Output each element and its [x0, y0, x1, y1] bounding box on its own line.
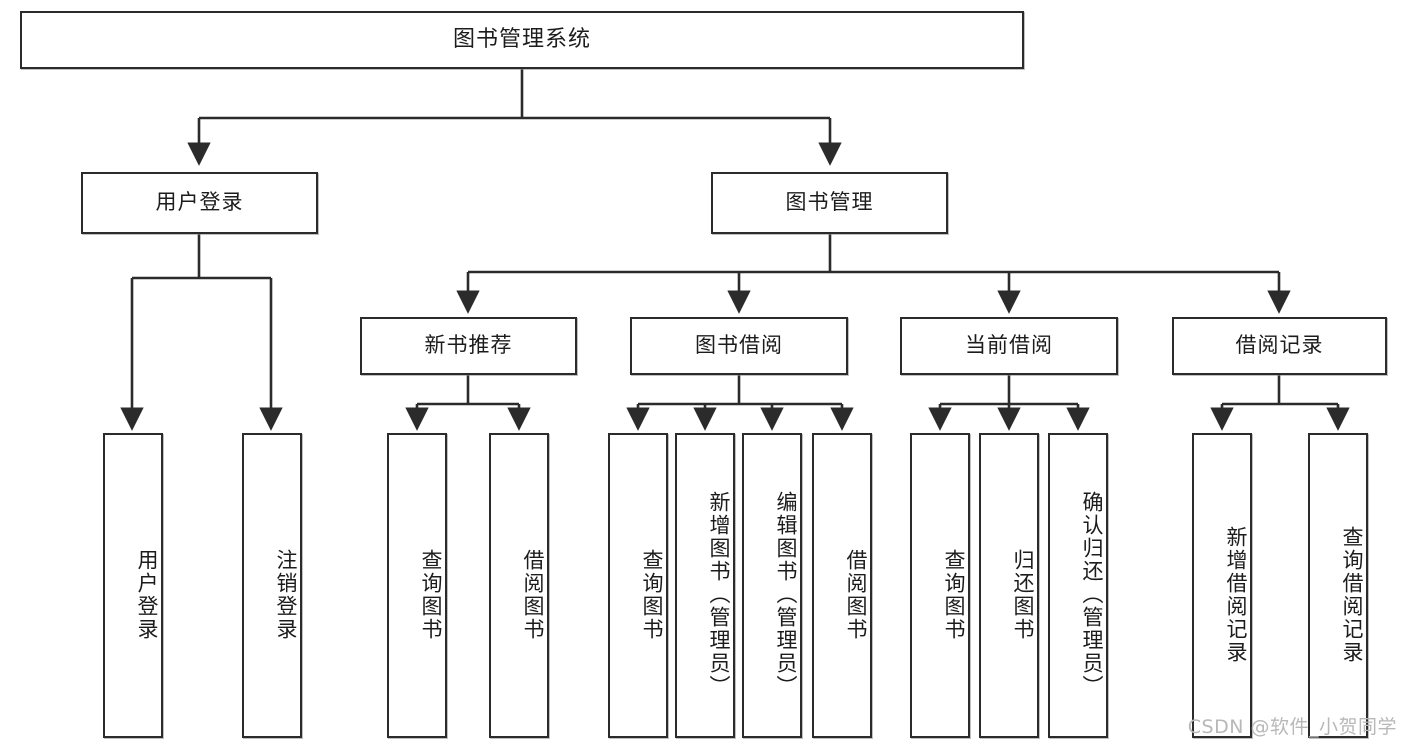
- leaf-label: 编辑图书（管理员）: [774, 491, 798, 698]
- leaf-new-book-query[interactable]: 查询图书: [387, 433, 447, 738]
- node-user-login[interactable]: 用户登录: [81, 172, 318, 234]
- leaf-label: 借阅图书: [521, 548, 545, 641]
- leaf-label: 新增借阅记录: [1224, 525, 1248, 664]
- node-root-system[interactable]: 图书管理系统: [20, 11, 1024, 69]
- leaf-user-login-logout[interactable]: 注销登录: [242, 433, 302, 738]
- leaf-label: 查询图书: [419, 548, 443, 641]
- leaf-label: 确认归还（管理员）: [1080, 491, 1104, 698]
- node-current-borrow[interactable]: 当前借阅: [900, 317, 1118, 375]
- leaf-label: 查询借阅记录: [1340, 525, 1364, 664]
- leaf-label: 归还图书: [1011, 548, 1035, 641]
- leaf-borrow-query-book[interactable]: 查询图书: [608, 433, 668, 738]
- leaf-current-query-book[interactable]: 查询图书: [910, 433, 970, 738]
- leaf-label: 新增图书（管理员）: [707, 491, 731, 698]
- leaf-current-return-book[interactable]: 归还图书: [979, 433, 1039, 738]
- leaf-current-confirm-return-admin[interactable]: 确认归还（管理员）: [1048, 433, 1108, 738]
- node-borrow-records[interactable]: 借阅记录: [1172, 317, 1387, 375]
- node-new-book-recommend[interactable]: 新书推荐: [360, 317, 577, 375]
- leaf-borrow-add-book-admin[interactable]: 新增图书（管理员）: [675, 433, 735, 738]
- leaf-new-book-borrow[interactable]: 借阅图书: [489, 433, 549, 738]
- leaf-label: 查询图书: [640, 548, 664, 641]
- node-book-borrow[interactable]: 图书借阅: [630, 317, 848, 375]
- leaf-label: 用户登录: [135, 548, 159, 641]
- leaf-label: 借阅图书: [844, 548, 868, 641]
- leaf-user-login-login[interactable]: 用户登录: [103, 433, 163, 738]
- leaf-borrow-edit-book-admin[interactable]: 编辑图书（管理员）: [742, 433, 802, 738]
- leaf-borrow-borrow-book[interactable]: 借阅图书: [812, 433, 872, 738]
- leaf-records-add-record[interactable]: 新增借阅记录: [1192, 433, 1252, 738]
- csdn-watermark: CSDN @软件_小贺同学: [1187, 716, 1397, 738]
- leaf-records-query-record[interactable]: 查询借阅记录: [1308, 433, 1368, 738]
- leaf-label: 查询图书: [942, 548, 966, 641]
- leaf-label: 注销登录: [274, 548, 298, 641]
- node-book-management[interactable]: 图书管理: [711, 172, 948, 234]
